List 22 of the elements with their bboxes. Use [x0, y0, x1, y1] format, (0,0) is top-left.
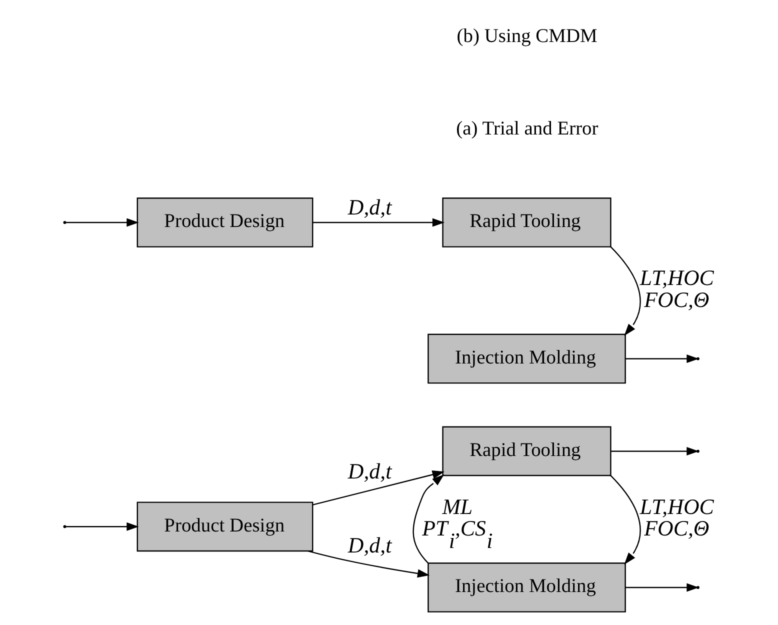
arrow: [308, 550, 430, 578]
node-box: Product Design: [136, 198, 314, 248]
arrow: [610, 475, 641, 565]
node-box: Product Design: [136, 502, 314, 552]
edge-label: LT,HOC FOC,Θ: [640, 494, 714, 541]
arrow: [625, 583, 699, 592]
label: (b) Using CMDM: [456, 26, 598, 48]
edge-label: D,d,t: [348, 458, 392, 484]
node-box: Injection Molding: [428, 562, 626, 612]
edge-label: D,d,t: [348, 194, 392, 220]
node-box: Rapid Tooling: [442, 426, 612, 476]
arrow: [312, 218, 445, 227]
label: (a) Trial and Error: [456, 118, 598, 140]
arrow: [312, 470, 445, 506]
arrow: [66, 218, 139, 227]
arrow: [610, 246, 641, 336]
node-box: Rapid Tooling: [442, 198, 612, 248]
node-box: Injection Molding: [428, 334, 626, 384]
edge-label: D,d,t: [348, 532, 392, 558]
arrow: [412, 474, 444, 564]
arrow: [66, 522, 139, 531]
edge-label: LT,HOC FOC,Θ: [640, 265, 714, 312]
